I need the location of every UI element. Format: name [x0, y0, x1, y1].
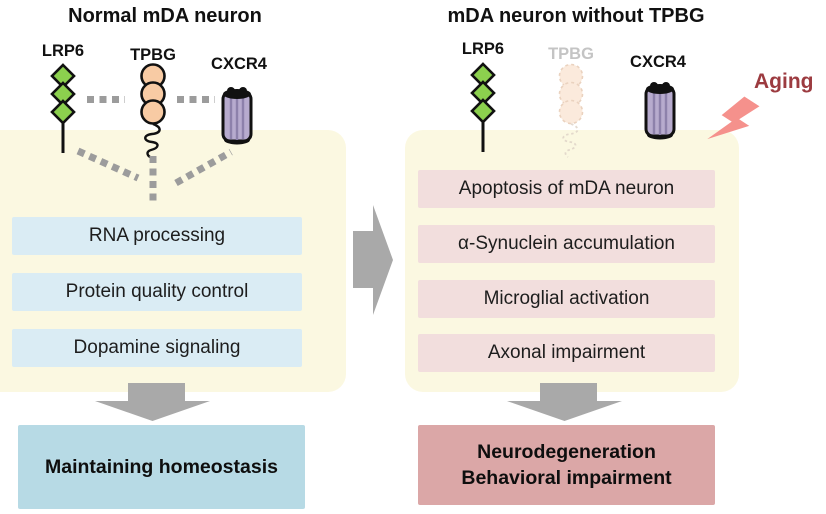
dashed-signal-connectors [76, 147, 233, 204]
down-arrow-icon-right [507, 383, 622, 421]
down-arrow-icon-left [95, 383, 210, 421]
cxcr4-label-right: CXCR4 [630, 53, 686, 71]
outcome-behavioral-text: Behavioral impairment [461, 467, 672, 489]
right-arrow-icon-middle [353, 205, 393, 315]
lrp6-receptor-icon [470, 62, 496, 152]
outcome-homeostasis-text: Maintaining homeostasis [45, 455, 278, 478]
cxcr4-receptor-icon [644, 82, 676, 140]
consequence-row-microglial: Microglial activation [418, 280, 715, 318]
consequence-row-synuclein: α-Synuclein accumulation [418, 225, 715, 263]
aging-label: Aging [754, 70, 814, 93]
dotted-link-tpbg-cxcr4 [177, 96, 215, 103]
tpbg-label-right-missing: TPBG [548, 45, 594, 63]
lrp6-label-right: LRP6 [461, 40, 505, 58]
left-panel-title: Normal mDA neuron [68, 5, 262, 27]
function-row-protein-quality-control: Protein quality control [12, 273, 302, 311]
outcome-box-neurodegeneration: Neurodegeneration Behavioral impairment [418, 425, 715, 505]
right-panel-title: mDA neuron without TPBG [447, 5, 705, 27]
tpbg-receptor-icon [140, 63, 166, 158]
outcome-box-homeostasis: Maintaining homeostasis [18, 425, 305, 509]
lrp6-receptor-icon [50, 63, 76, 153]
cxcr4-receptor-icon [221, 87, 253, 145]
consequence-row-apoptosis: Apoptosis of mDA neuron [418, 170, 715, 208]
outcome-neurodegeneration-text: Neurodegeneration [477, 440, 656, 463]
tpbg-label-left: TPBG [130, 46, 176, 64]
function-row-rna-processing: RNA processing [12, 217, 302, 255]
consequence-row-axonal: Axonal impairment [418, 334, 715, 372]
lightning-bolt-icon [707, 96, 760, 140]
cxcr4-label-left: CXCR4 [211, 55, 267, 73]
lrp6-label-left: LRP6 [41, 42, 85, 60]
dotted-link-lrp6-tpbg [87, 96, 125, 103]
function-row-dopamine-signaling: Dopamine signaling [12, 329, 302, 367]
tpbg-missing-receptor-icon [558, 63, 584, 158]
